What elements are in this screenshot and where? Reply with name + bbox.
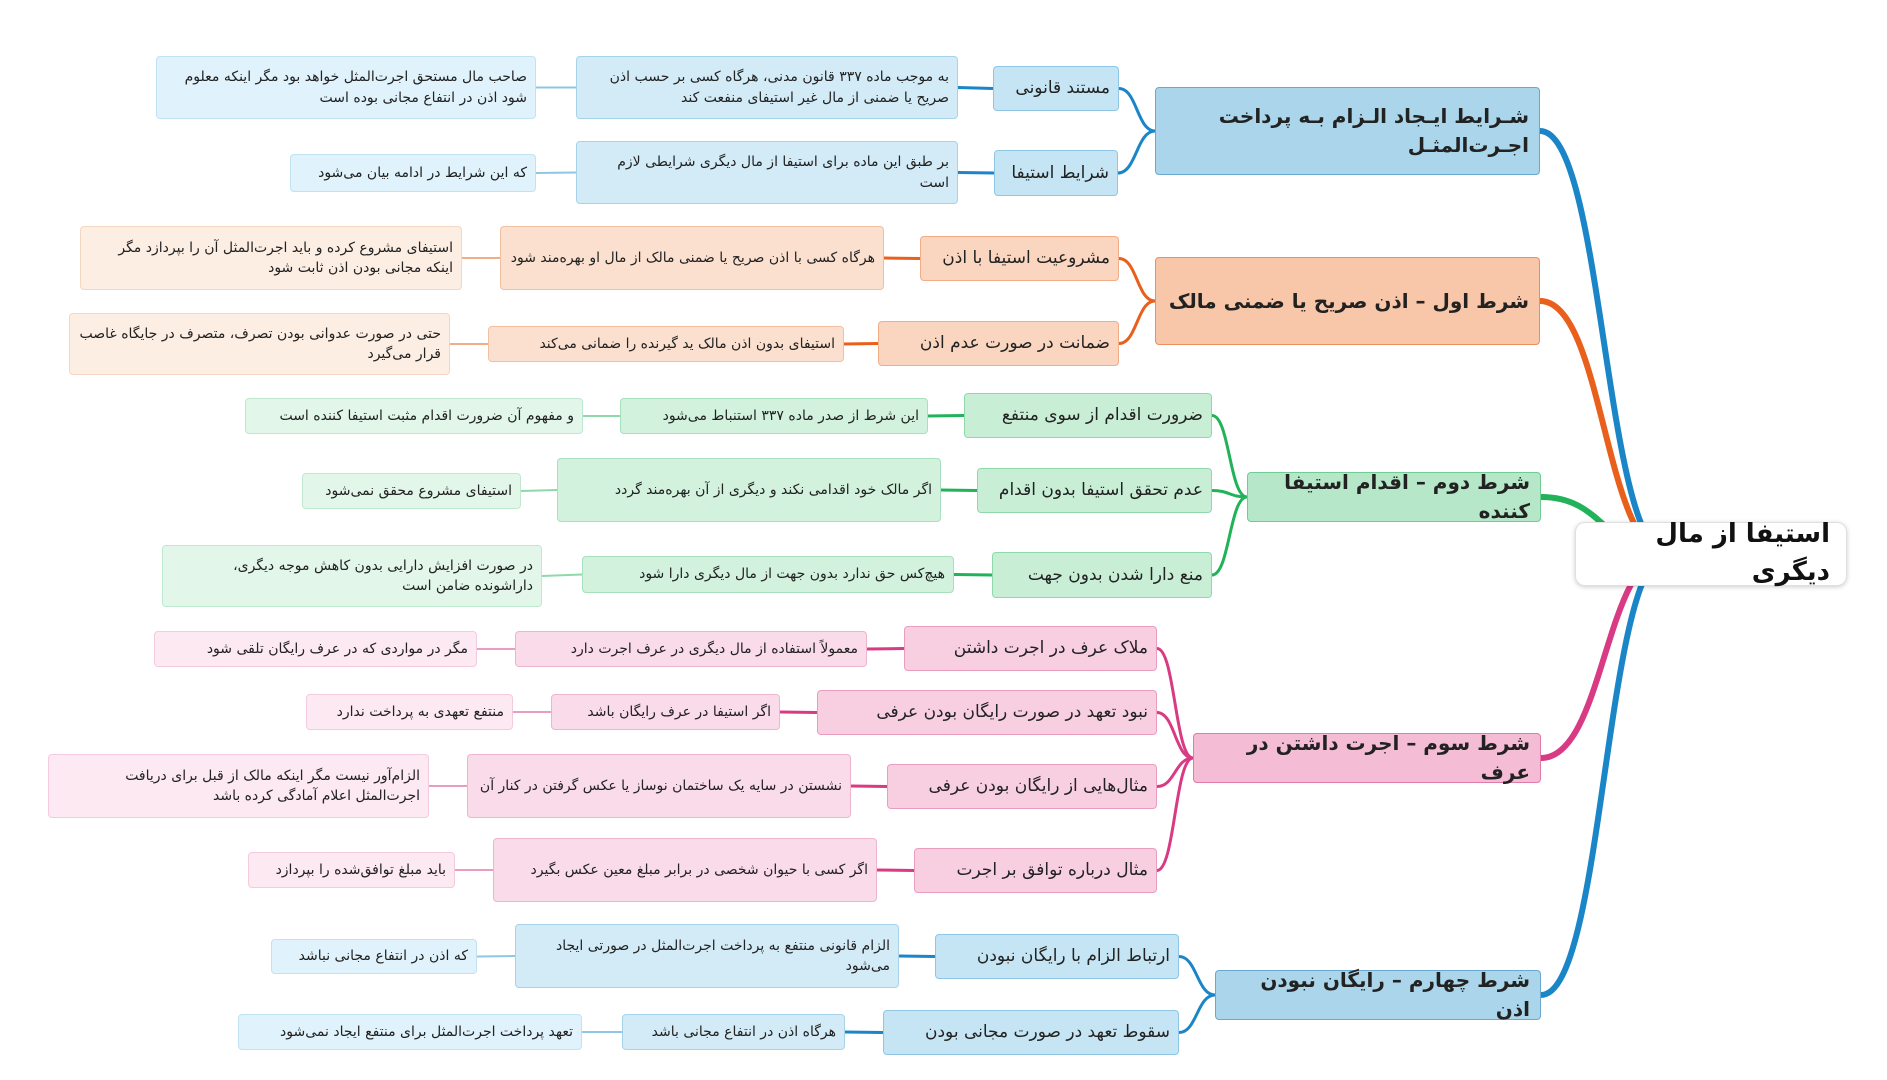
branch-5-sub-2-note[interactable]: تعهد پرداخت اجرت‌المثل برای منتفع ایجاد … xyxy=(238,1014,582,1050)
branch-4-sub-2-detail[interactable]: اگر استیفا در عرف رایگان باشد xyxy=(551,694,780,730)
branch-4-sub-3-detail[interactable]: نشستن در سایه یک ساختمان نوساز یا عکس گر… xyxy=(467,754,851,818)
branch-5-sub-1-detail[interactable]: الزام قانونی منتفع به پرداخت اجرت‌المثل … xyxy=(515,924,899,988)
branch-4-sub-1-detail-connector xyxy=(866,647,905,651)
branch-2-sub-1-detail[interactable]: هرگاه کسی با اذن صریح یا ضمنی مالک از ما… xyxy=(500,226,884,290)
branch-2-sub-2-connector xyxy=(1117,299,1157,345)
branch-4-sub-1-connector xyxy=(1155,647,1195,760)
branch-4-sub-2-detail-connector xyxy=(779,710,818,714)
branch-5-sub-1-note[interactable]: که اذن در انتفاع مجانی نباشد xyxy=(271,939,477,974)
branch-3-sub-1-note[interactable]: و مفهوم آن ضرورت اقدام مثبت استیفا کننده… xyxy=(245,398,583,434)
branch-3-sub-2-detail-connector xyxy=(940,488,978,492)
branch-4-sub-4[interactable]: مثال درباره توافق بر اجرت xyxy=(914,848,1157,893)
branch-3-sub-2-detail[interactable]: اگر مالک خود اقدامی نکند و دیگری از آن ب… xyxy=(557,458,941,522)
branch-1-sub-2[interactable]: شرایط استیفا xyxy=(994,150,1118,196)
root-label: استیفا از مال دیگری xyxy=(1655,519,1830,587)
branch-3-sub-2-note-connector xyxy=(520,489,558,492)
branch-1-sub-2-note-connector xyxy=(535,171,577,174)
root-node[interactable]: استیفا از مال دیگری xyxy=(1575,519,1847,587)
branch-3-title[interactable]: شرط دوم – اقدام استیفا کننده xyxy=(1247,470,1541,523)
branch-2-sub-2-note[interactable]: حتی در صورت عدوانی بودن تصرف، متصرف در ج… xyxy=(69,313,450,375)
branch-3-sub-3-note[interactable]: در صورت افزایش دارایی بدون کاهش موجه دیگ… xyxy=(162,545,542,607)
branch-2-sub-1-connector xyxy=(1117,257,1157,303)
branch-3-sub-1-detail-connector xyxy=(927,414,965,418)
branch-1-sub-2-note[interactable]: که این شرایط در ادامه بیان می‌شود xyxy=(290,154,536,192)
branch-3-sub-3-note-connector xyxy=(541,573,583,577)
branch-4-sub-4-connector xyxy=(1155,756,1195,872)
branch-2-sub-2-detail-connector xyxy=(843,342,879,346)
root-to-branch-5-connector xyxy=(1538,551,1671,998)
branch-1-sub-1-connector xyxy=(1117,87,1157,133)
branch-5-sub-2-connector xyxy=(1177,993,1217,1034)
branch-4-sub-2-connector xyxy=(1155,711,1195,760)
branch-1-sub-2-detail[interactable]: بر طبق این ماده برای استیفا از مال دیگری… xyxy=(576,141,958,204)
branch-5-sub-1-note-connector xyxy=(476,955,516,958)
branch-1-title[interactable]: شـرایط ایـجاد الـزام بـه پرداخت اجـرت‌ال… xyxy=(1155,87,1540,175)
branch-3-sub-2[interactable]: عدم تحقق استیفا بدون اقدام xyxy=(977,468,1212,513)
branch-3-sub-3-detail-connector xyxy=(953,573,993,577)
branch-1-sub-2-connector xyxy=(1116,129,1157,175)
branch-2-sub-1-note[interactable]: استیفای مشروع کرده و باید اجرت‌المثل آن … xyxy=(80,226,462,290)
branch-3-sub-2-note[interactable]: استیفای مشروع محقق نمی‌شود xyxy=(302,473,521,509)
branch-3-sub-2-detail[interactable]: هیچ‌کس حق ندارد بدون جهت از مال دیگری دا… xyxy=(582,556,954,593)
branch-4-sub-2[interactable]: نبود تعهد در صورت رایگان بودن عرفی xyxy=(817,690,1157,735)
branch-1-sub-1-detail[interactable]: به موجب ماده ۳۳۷ قانون مدنی، هرگاه کسی ب… xyxy=(576,56,958,119)
branch-4-sub-3[interactable]: مثال‌هایی از رایگان بودن عرفی xyxy=(887,764,1157,809)
branch-3-sub-1-detail[interactable]: این شرط از صدر ماده ۳۳۷ استنباط می‌شود xyxy=(620,398,928,434)
branch-5-sub-1[interactable]: ارتباط الزام با رایگان نبودن xyxy=(935,934,1179,979)
branch-4-sub-2-note[interactable]: منتفع تعهدی به پرداخت ندارد xyxy=(306,694,513,730)
branch-1-sub-1-note[interactable]: صاحب مال مستحق اجرت‌المثل خواهد بود مگر … xyxy=(156,56,536,119)
branch-3-sub-1[interactable]: ضرورت اقدام از سوی منتفع xyxy=(964,393,1212,438)
branch-5-sub-2-detail[interactable]: هرگاه اذن در انتفاع مجانی باشد xyxy=(622,1014,845,1050)
branch-2-sub-1[interactable]: مشروعیت استیفا با اذن xyxy=(920,236,1119,281)
branch-3-sub-3[interactable]: منع دارا شدن بدون جهت xyxy=(992,552,1212,598)
branch-4-sub-4-detail[interactable]: اگر کسی با حیوان شخصی در برابر مبلغ معین… xyxy=(493,838,877,902)
branch-2-title[interactable]: شرط اول – اذن صریح یا ضمنی مالک xyxy=(1155,257,1540,345)
branch-4-sub-1-note[interactable]: مگر در مواردی که در عرف رایگان تلقی شود xyxy=(154,631,477,667)
branch-4-sub-4-note[interactable]: باید مبلغ توافق‌شده را بپردازد xyxy=(248,852,455,888)
branch-3-sub-3-connector xyxy=(1210,495,1249,577)
branch-3-sub-1-connector xyxy=(1210,414,1249,499)
branch-5-sub-2-detail-connector xyxy=(844,1030,884,1034)
branch-4-sub-3-note[interactable]: الزام‌آور نیست مگر اینکه مالک از قبل برا… xyxy=(48,754,429,818)
branch-5-title[interactable]: شرط چهارم – رایگان نبودن اذن xyxy=(1215,968,1541,1021)
branch-4-sub-1[interactable]: ملاک عرف در اجرت داشتن xyxy=(904,626,1157,671)
branch-1-sub-1[interactable]: مستند قانونی xyxy=(993,66,1119,111)
branch-4-title[interactable]: شرط سوم – اجرت داشتن در عرف xyxy=(1193,731,1541,784)
branch-4-sub-1-detail[interactable]: معمولاً استفاده از مال دیگری در عرف اجرت… xyxy=(515,631,867,667)
branch-4-sub-3-detail-connector xyxy=(850,784,888,788)
branch-2-sub-2[interactable]: ضمانت در صورت عدم اذن xyxy=(878,321,1119,366)
root-to-branch-1-connector xyxy=(1537,128,1671,557)
branch-1-sub-2-detail-connector xyxy=(957,171,995,175)
branch-2-sub-1-detail-connector xyxy=(883,256,921,260)
branch-5-sub-1-connector xyxy=(1177,955,1217,997)
branch-5-sub-1-detail-connector xyxy=(898,954,936,958)
branch-1-sub-1-detail-connector xyxy=(957,86,994,90)
branch-2-sub-2-detail[interactable]: استیفای بدون اذن مالک ید گیرنده را ضمانی… xyxy=(488,326,844,362)
branch-4-sub-4-detail-connector xyxy=(876,868,915,872)
branch-5-sub-2[interactable]: سقوط تعهد در صورت مجانی بودن xyxy=(883,1010,1179,1055)
